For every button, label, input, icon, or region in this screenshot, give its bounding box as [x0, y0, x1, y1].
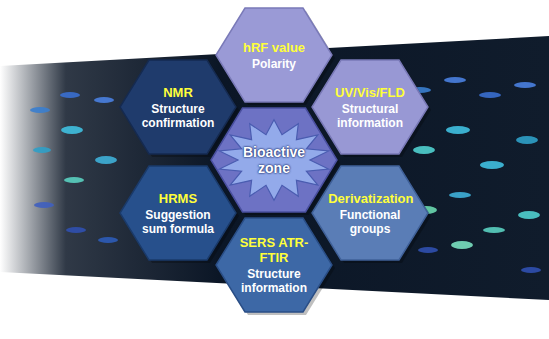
method-hexagon: SERS ATR-FTIRStructure information [216, 218, 332, 312]
method-description: Structure confirmation [136, 102, 220, 130]
hexagon-shape [216, 218, 332, 312]
method-description: Structural information [328, 102, 412, 130]
method-hexagon: UV/Vis/FLD Structural information [312, 60, 428, 154]
method-description: Polarity [243, 57, 305, 71]
method-description: Suggestion sum formula [136, 208, 220, 236]
center-hexagon: Bioactive zone [211, 108, 337, 212]
center-label: Bioactive zone [236, 144, 312, 176]
method-hexagon: NMR Structure confirmation [120, 60, 236, 154]
method-description: Structure information [232, 267, 316, 295]
method-title: hRF value [243, 40, 305, 55]
method-title: Derivatization [328, 191, 412, 206]
method-hexagon: DerivatizationFunctional groups [312, 166, 428, 260]
method-description: Functional groups [328, 208, 412, 236]
method-title: UV/Vis/FLD [328, 85, 412, 100]
method-title: HRMS [136, 191, 220, 206]
method-title: NMR [136, 85, 220, 100]
hexagon-shape [216, 8, 332, 102]
method-hexagon: HRMS Suggestion sum formula [120, 166, 236, 260]
method-hexagon: hRF valuePolarity [216, 8, 332, 102]
method-title: SERS ATR-FTIR [232, 235, 316, 265]
